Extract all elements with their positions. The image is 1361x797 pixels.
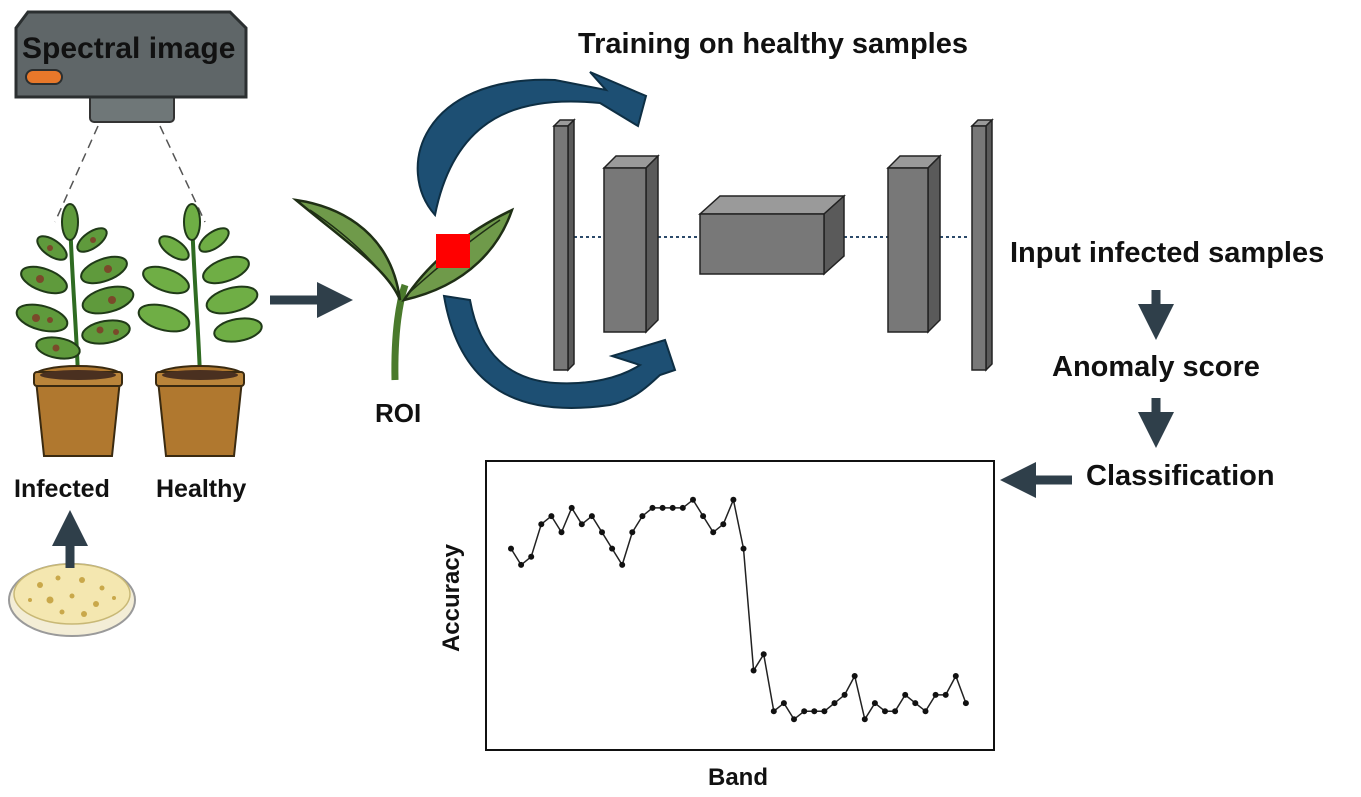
accuracy-point-18 xyxy=(679,504,686,511)
infected-label: Infected xyxy=(14,475,110,503)
accuracy-point-14 xyxy=(639,513,646,520)
accuracy-point-8 xyxy=(578,521,585,528)
roi-label: ROI xyxy=(375,398,422,428)
accuracy-point-35 xyxy=(851,673,858,679)
accuracy-point-9 xyxy=(588,513,595,520)
decoder-hidden-layer xyxy=(886,154,942,334)
accuracy-point-45 xyxy=(952,673,959,679)
accuracy-point-20 xyxy=(700,513,707,520)
training-label: Training on healthy samples xyxy=(578,28,968,60)
accuracy-point-31 xyxy=(811,708,818,715)
camera-led-icon xyxy=(25,69,63,85)
accuracy-point-6 xyxy=(558,529,565,536)
accuracy-point-34 xyxy=(841,691,848,698)
encoder-hidden-layer xyxy=(602,154,660,334)
accuracy-chart xyxy=(508,496,969,723)
accuracy-point-38 xyxy=(882,708,888,715)
accuracy-point-46 xyxy=(962,700,969,707)
accuracy-point-36 xyxy=(861,716,868,723)
accuracy-point-23 xyxy=(730,496,737,503)
accuracy-point-4 xyxy=(538,521,545,528)
curved-arrow-bottom xyxy=(442,294,677,409)
accuracy-point-22 xyxy=(720,521,727,528)
chart-frame xyxy=(485,460,995,751)
accuracy-point-29 xyxy=(791,716,797,723)
accuracy-point-26 xyxy=(760,651,767,658)
leaf-roi-icon xyxy=(291,198,515,381)
input-infected-label: Input infected samples xyxy=(1010,237,1325,269)
autoencoder-network xyxy=(552,118,994,372)
latent-layer xyxy=(698,194,846,276)
accuracy-point-24 xyxy=(740,545,747,552)
accuracy-point-3 xyxy=(528,553,535,560)
accuracy-point-16 xyxy=(659,504,666,511)
accuracy-point-15 xyxy=(649,504,656,511)
spectral-camera-icon xyxy=(14,10,248,223)
accuracy-point-13 xyxy=(629,529,636,536)
accuracy-point-41 xyxy=(912,700,919,707)
accuracy-point-30 xyxy=(801,708,808,715)
curved-arrow-top xyxy=(416,71,648,218)
accuracy-point-10 xyxy=(599,529,605,536)
y-axis-label: Accuracy xyxy=(438,543,465,653)
accuracy-point-12 xyxy=(619,561,626,568)
decoder-output-layer xyxy=(970,118,994,372)
accuracy-point-5 xyxy=(548,513,555,520)
infected-plant-icon xyxy=(15,203,135,457)
accuracy-point-44 xyxy=(942,691,949,698)
spectral-image-label: Spectral image xyxy=(22,32,236,65)
accuracy-point-25 xyxy=(750,667,757,674)
anomaly-score-label: Anomaly score xyxy=(1052,351,1260,383)
accuracy-point-42 xyxy=(922,708,929,715)
petri-dish-icon xyxy=(8,563,136,637)
accuracy-point-37 xyxy=(871,700,878,707)
accuracy-point-1 xyxy=(508,545,514,552)
accuracy-point-2 xyxy=(518,561,525,568)
accuracy-point-7 xyxy=(568,504,575,511)
classification-label: Classification xyxy=(1086,460,1275,492)
healthy-label: Healthy xyxy=(156,475,247,503)
x-axis-label: Band xyxy=(708,764,768,791)
accuracy-point-11 xyxy=(609,545,616,552)
healthy-plant-icon xyxy=(137,203,263,457)
accuracy-point-19 xyxy=(690,496,696,503)
accuracy-point-43 xyxy=(932,691,939,698)
accuracy-point-21 xyxy=(710,529,717,536)
accuracy-point-40 xyxy=(902,691,909,698)
accuracy-point-28 xyxy=(780,700,787,707)
roi-patch xyxy=(436,234,470,268)
accuracy-point-32 xyxy=(821,708,828,715)
accuracy-point-17 xyxy=(669,504,676,511)
encoder-input-layer xyxy=(552,118,576,372)
accuracy-point-33 xyxy=(831,700,838,707)
accuracy-point-27 xyxy=(770,708,777,715)
accuracy-series-line xyxy=(510,497,967,722)
accuracy-point-39 xyxy=(892,708,899,715)
